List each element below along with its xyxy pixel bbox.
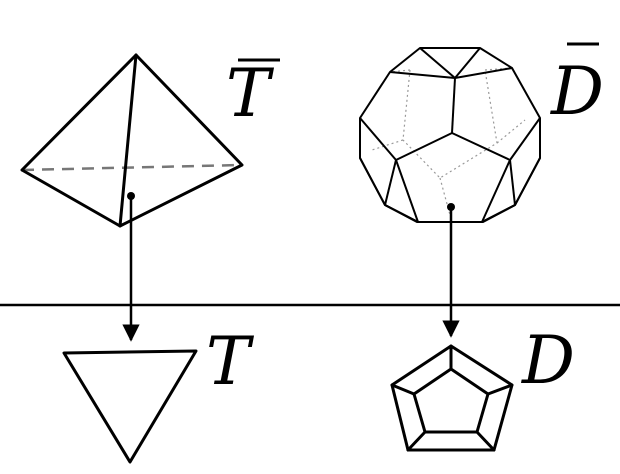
triangle-label: T xyxy=(206,323,255,400)
tetrahedron-label: T xyxy=(226,55,280,132)
dodecahedron-label-text: D xyxy=(550,53,604,130)
tetrahedron-figure xyxy=(20,53,244,228)
dodecahedron-figure xyxy=(359,47,541,223)
tetrahedron-label-text: T xyxy=(226,55,275,132)
dodecahedron-label: D xyxy=(550,42,604,130)
pentagon-figure xyxy=(390,344,514,452)
triangle-figure xyxy=(62,349,198,464)
dodecahedron-projection-arrow xyxy=(442,203,460,338)
tetrahedron-projection-arrow xyxy=(122,192,140,342)
pentagon-label: D xyxy=(521,322,575,399)
